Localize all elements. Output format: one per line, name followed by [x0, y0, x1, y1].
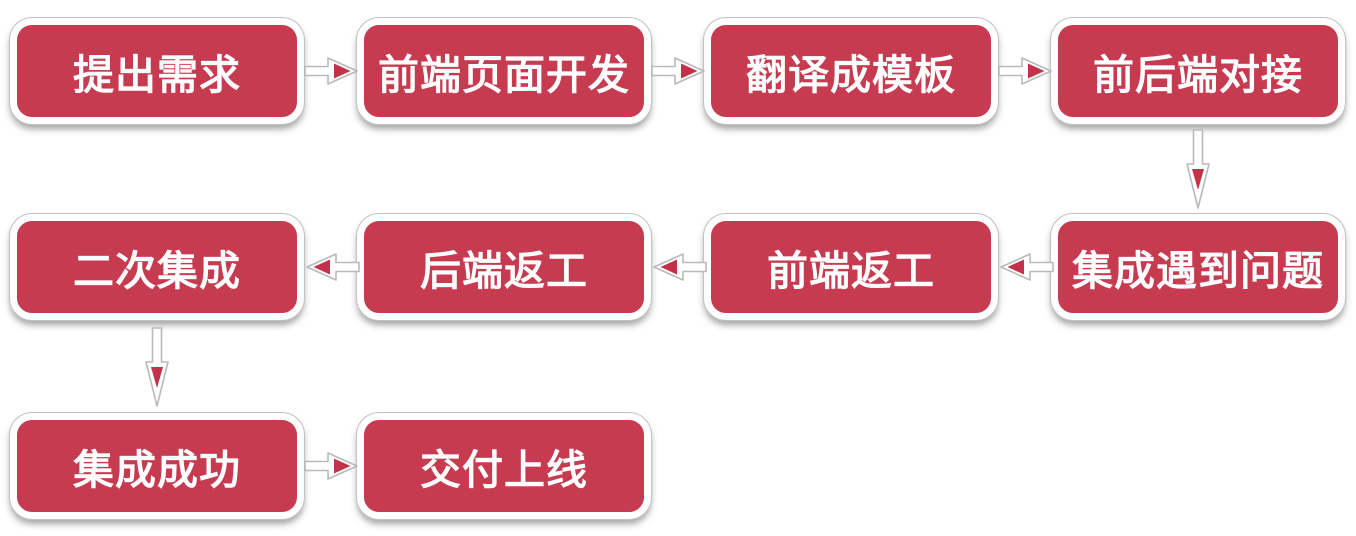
arrow-down-icon	[1176, 128, 1220, 212]
node-label: 交付上线	[420, 446, 588, 494]
node-frontend-page-development: 前端页面开发	[357, 18, 651, 124]
node-frontend-rework: 前端返工	[704, 214, 998, 320]
node-frontend-backend-integration: 前后端对接	[1051, 18, 1345, 124]
node-second-integration: 二次集成	[10, 214, 304, 320]
node-backend-rework: 后端返工	[357, 214, 651, 320]
arrow-down-icon	[135, 326, 179, 410]
node-label: 前后端对接	[1093, 51, 1303, 99]
arrow-left-icon	[997, 245, 1055, 289]
node-label: 集成成功	[73, 446, 241, 494]
node-label: 提出需求	[73, 51, 241, 99]
arrow-left-icon	[650, 245, 708, 289]
node-label: 后端返工	[420, 247, 588, 295]
arrow-right-icon	[997, 49, 1055, 93]
arrow-left-icon	[303, 245, 361, 289]
node-label: 集成遇到问题	[1072, 247, 1324, 295]
node-translate-to-template: 翻译成模板	[704, 18, 998, 124]
node-propose-requirements: 提出需求	[10, 18, 304, 124]
node-label: 前端返工	[767, 247, 935, 295]
arrow-right-icon	[303, 49, 361, 93]
node-label: 翻译成模板	[746, 51, 956, 99]
node-deliver-launch: 交付上线	[357, 413, 651, 519]
node-label: 前端页面开发	[378, 51, 630, 99]
arrow-right-icon	[303, 444, 361, 488]
node-integration-success: 集成成功	[10, 413, 304, 519]
node-integration-problem: 集成遇到问题	[1051, 214, 1345, 320]
node-label: 二次集成	[73, 247, 241, 295]
arrow-right-icon	[650, 49, 708, 93]
